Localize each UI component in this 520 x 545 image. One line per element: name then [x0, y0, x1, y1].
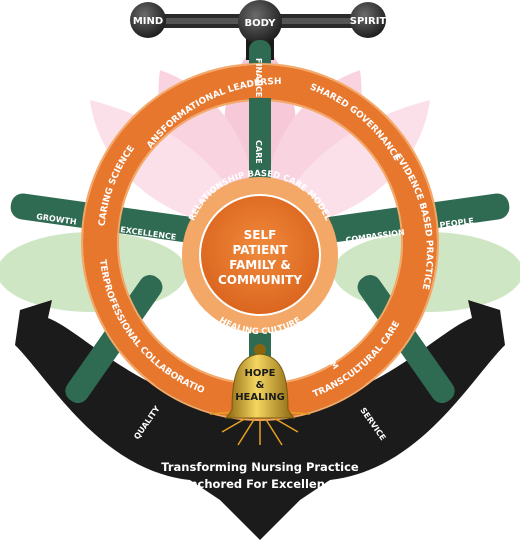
wisdom-label: WISDOM [310, 334, 340, 371]
bell: HOPE & HEALING [209, 344, 311, 446]
love-label: LOVE [182, 335, 203, 359]
bell-body [225, 353, 295, 419]
spirit-label: SPIRIT [350, 16, 387, 27]
caption-line-1: Transforming Nursing Practice [161, 460, 359, 474]
bell-hanger [254, 344, 266, 356]
bell-line-1: HOPE [244, 368, 275, 379]
body-knob [238, 0, 282, 44]
caption-line-2: Anchored For Excellence [180, 477, 339, 491]
bell-line-3: HEALING [235, 392, 285, 403]
finance-label: FINANCE [254, 58, 263, 97]
hub [199, 194, 321, 316]
spoke-top-inner [249, 98, 271, 168]
care-label: CARE [254, 140, 263, 164]
spirit-knob [350, 2, 386, 38]
hub-line-2: PATIENT [232, 243, 288, 257]
mind-label: MIND [133, 16, 163, 27]
mind-knob [130, 2, 166, 38]
hub-line-4: COMMUNITY [218, 273, 302, 287]
crossbar: MIND BODY SPIRIT [130, 0, 386, 44]
body-label: BODY [245, 18, 277, 29]
hub-line-3: FAMILY & [229, 258, 291, 272]
bell-line-2: & [256, 380, 265, 391]
hub-line-1: SELF [244, 228, 277, 242]
